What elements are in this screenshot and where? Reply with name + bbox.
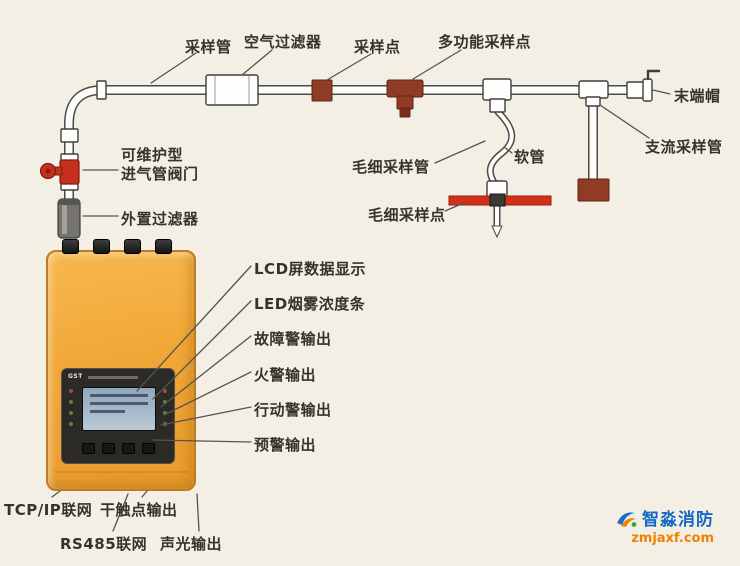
panel-brand: GST [68, 373, 83, 380]
air-filter-body [205, 74, 259, 106]
soft-tube-tee [482, 78, 512, 101]
led-column-right [163, 389, 167, 426]
pipe-port-4 [155, 239, 172, 254]
valve-flange-bottom [60, 182, 79, 191]
external-filter-body [57, 198, 81, 239]
logo-site: zmjaxf.com [631, 531, 714, 546]
label-sound-light-output: 声光输出 [160, 535, 223, 553]
pipe-port-3 [124, 239, 141, 254]
capillary-fitting [486, 180, 508, 199]
label-branch-pipe: 支流采样管 [645, 138, 723, 156]
label-rs485-network: RS485联网 [60, 535, 148, 553]
label-prewarn-output: 预警输出 [254, 436, 317, 454]
label-end-cap: 末端帽 [674, 87, 721, 105]
label-tcpip-network: TCP/IP联网 [4, 501, 93, 519]
end-cap-handle [646, 69, 661, 81]
multi-sampling-point-stub [396, 95, 414, 110]
multi-sampling-point-top [386, 79, 424, 98]
logo-icon [617, 511, 637, 527]
soft-tube [486, 108, 516, 230]
panel-button [121, 443, 135, 454]
device-seam [54, 471, 188, 473]
panel-model-text [88, 376, 138, 379]
label-dry-contact-output: 干触点输出 [100, 501, 178, 519]
intake-valve [39, 159, 80, 185]
label-external-filter: 外置过滤器 [121, 210, 199, 228]
end-cap-coupler [626, 81, 645, 99]
panel-button [81, 443, 95, 454]
label-sampling-pipe: 采样管 [185, 38, 232, 56]
label-lcd-display: LCD屏数据显示 [254, 260, 367, 278]
valve-flange-top [60, 153, 79, 162]
pipe-union [60, 128, 79, 143]
label-capillary-tube: 毛细采样管 [352, 158, 430, 176]
branch-tee [578, 80, 609, 99]
watermark-logo: 智淼消防 zmjaxf.com [614, 505, 714, 546]
label-intake-valve: 可维护型 进气管阀门 [121, 146, 199, 184]
pipe-port-1 [62, 239, 79, 254]
sampling-point-block [311, 79, 333, 102]
label-capillary-point: 毛细采样点 [368, 206, 446, 224]
lcd-screen [82, 387, 156, 431]
end-cap [642, 78, 653, 102]
aspirating-detector-unit: GST [46, 239, 196, 491]
panel-buttons [62, 443, 174, 454]
label-fire-output: 火警输出 [254, 366, 317, 384]
label-intake-valve-line2: 进气管阀门 [121, 165, 199, 183]
label-multi-sampling-point: 多功能采样点 [438, 33, 532, 51]
soft-tube-tee-stub [489, 98, 506, 113]
branch-end-block [577, 178, 610, 202]
branch-tee-stub [585, 96, 601, 107]
label-action-output: 行动警输出 [254, 401, 332, 419]
pipe-port-2 [93, 239, 110, 254]
label-air-filter: 空气过滤器 [244, 33, 322, 51]
logo-name: 智淼消防 [642, 510, 714, 530]
label-led-smoke-bar: LED烟雾浓度条 [254, 295, 366, 313]
label-sampling-point: 采样点 [354, 38, 401, 56]
capillary-nozzle-tip [491, 225, 503, 239]
panel-button [141, 443, 155, 454]
elbow-flange [96, 80, 107, 100]
label-fault-output: 故障警输出 [254, 330, 332, 348]
multi-sampling-point-tip [399, 107, 411, 118]
led-column-left [69, 389, 73, 426]
label-soft-tube: 软管 [514, 148, 546, 166]
panel-button [101, 443, 115, 454]
control-panel: GST [61, 368, 175, 464]
label-intake-valve-line1: 可维护型 [121, 146, 184, 164]
capillary-point-bar [448, 193, 552, 207]
